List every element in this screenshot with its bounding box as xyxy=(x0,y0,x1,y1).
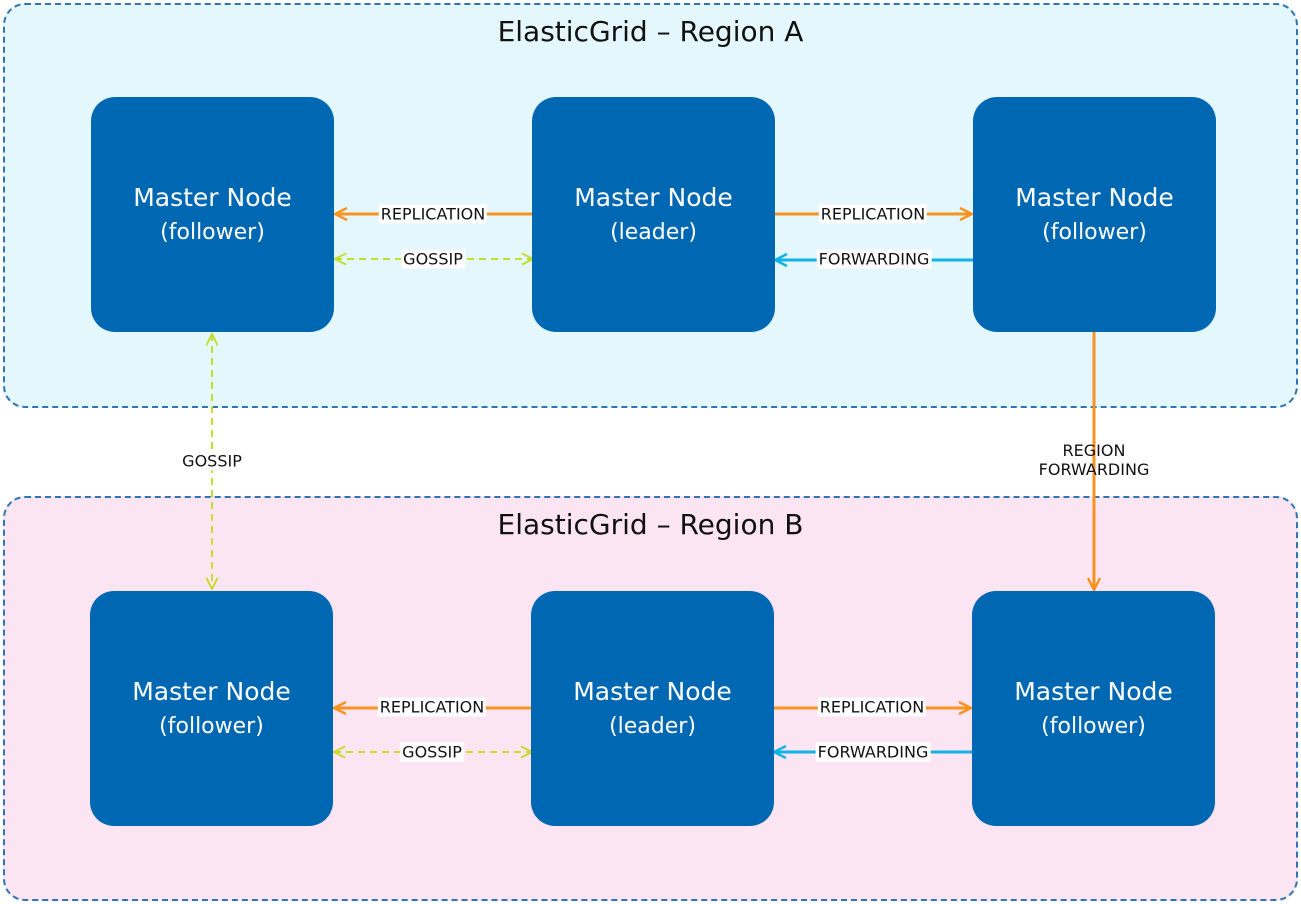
gossip-label-a: GOSSIP xyxy=(401,249,465,269)
node-name: Master Node xyxy=(132,676,291,706)
master-node-b-follower-right: Master Node (follower) xyxy=(972,591,1215,826)
node-role: (follower) xyxy=(159,713,264,739)
node-role: (leader) xyxy=(609,713,696,739)
replication-label-a-right: REPLICATION xyxy=(818,204,928,224)
forwarding-label-a: FORWARDING xyxy=(816,249,932,269)
master-node-b-follower-left: Master Node (follower) xyxy=(90,591,333,826)
replication-label-b-right: REPLICATION xyxy=(817,697,927,717)
node-name: Master Node xyxy=(573,676,732,706)
node-role: (leader) xyxy=(610,219,697,245)
forwarding-label-b: FORWARDING xyxy=(815,742,931,762)
replication-label-b-left: REPLICATION xyxy=(377,697,487,717)
node-name: Master Node xyxy=(133,182,292,212)
region-b-title: ElasticGrid – Region B xyxy=(497,508,804,541)
master-node-a-leader: Master Node (leader) xyxy=(532,97,775,332)
region-forwarding-label: REGION FORWARDING xyxy=(1038,441,1150,479)
node-name: Master Node xyxy=(1015,182,1174,212)
master-node-a-follower-left: Master Node (follower) xyxy=(91,97,334,332)
node-role: (follower) xyxy=(1041,713,1146,739)
replication-label-a-left: REPLICATION xyxy=(378,204,488,224)
node-name: Master Node xyxy=(574,182,733,212)
cross-region-gossip-label: GOSSIP xyxy=(180,451,244,471)
master-node-a-follower-right: Master Node (follower) xyxy=(973,97,1216,332)
region-a-title: ElasticGrid – Region A xyxy=(497,15,804,48)
gossip-label-b: GOSSIP xyxy=(400,742,464,762)
master-node-b-leader: Master Node (leader) xyxy=(531,591,774,826)
node-role: (follower) xyxy=(1042,219,1147,245)
node-name: Master Node xyxy=(1014,676,1173,706)
node-role: (follower) xyxy=(160,219,265,245)
